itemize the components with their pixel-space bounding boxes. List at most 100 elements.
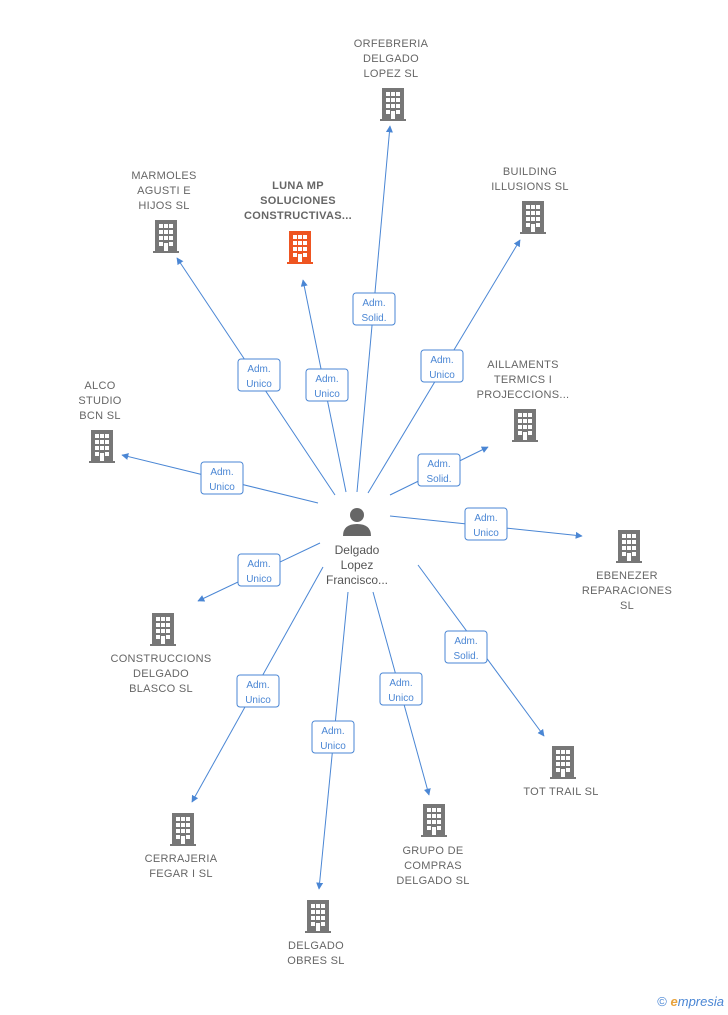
company-name-line: DELGADO xyxy=(133,668,189,680)
edge-label-aillaments[interactable]: Adm.Solid. xyxy=(417,453,461,487)
company-name-line: SL xyxy=(620,600,634,612)
company-node-aillaments[interactable]: AILLAMENTS TERMICS I PROJECCIONS... xyxy=(477,359,570,442)
company-name-line: MARMOLES xyxy=(131,170,196,182)
building-icon xyxy=(305,900,331,933)
edge-label-box xyxy=(444,630,488,664)
company-node-tot-trail[interactable]: TOT TRAIL SL xyxy=(523,746,598,798)
edge-label-luna-mp[interactable]: Adm. Unico xyxy=(305,368,349,402)
edge-label-cerrajeria[interactable]: Adm. Unico xyxy=(236,674,280,708)
edge-label-box xyxy=(417,453,461,487)
person-icon xyxy=(343,508,371,536)
edge-label-text: Solid. xyxy=(361,313,386,324)
company-name-line: BLASCO SL xyxy=(129,683,193,695)
edge-label-text: Unico xyxy=(429,370,455,381)
company-node-luna-mp[interactable]: LUNA MPSOLUCIONESCONSTRUCTIVAS... xyxy=(244,180,352,264)
edge-label-text: Adm. xyxy=(454,636,477,647)
building-icon xyxy=(150,613,176,646)
person-name-line: Francisco... xyxy=(326,573,388,587)
edge-label-delgado-obres[interactable]: Adm. Unico xyxy=(311,720,355,754)
edge-label-grupo-compras[interactable]: Adm. Unico xyxy=(379,672,423,706)
edge-label-alco-studio[interactable]: Adm. Unico xyxy=(200,461,244,495)
edge-label-box xyxy=(237,553,281,587)
company-name-line: AILLAMENTS xyxy=(487,359,558,371)
edge-label-text: Unico xyxy=(246,574,272,585)
edge-label-text: Adm. xyxy=(210,467,233,478)
company-name-line: BUILDING xyxy=(503,166,557,178)
edge-label-text: Adm. xyxy=(362,298,385,309)
edge-label-building-illusions[interactable]: Adm. Unico xyxy=(420,349,464,383)
edge-label-text: Unico xyxy=(209,482,235,493)
edge-label-text: Adm. xyxy=(247,364,270,375)
edge-label-construcciones[interactable]: Adm. Unico xyxy=(237,553,281,587)
edge-label-text: Unico xyxy=(320,741,346,752)
edge-label-box xyxy=(237,358,281,392)
edge-label-text: Unico xyxy=(473,528,499,539)
company-name-line: COMPRAS xyxy=(404,860,462,872)
edge-label-text: Adm. xyxy=(389,678,412,689)
edge-label-marmoles[interactable]: Adm. Unico xyxy=(237,358,281,392)
edge-label-text: Adm. xyxy=(315,374,338,385)
company-name-line: REPARACIONES xyxy=(582,585,672,597)
person-name-line: Delgado xyxy=(335,543,380,557)
edge-label-text: Adm. xyxy=(321,726,344,737)
company-name-line: PROJECCIONS... xyxy=(477,389,570,401)
edge-label-text: Adm. xyxy=(474,513,497,524)
company-name-line: FEGAR I SL xyxy=(149,868,213,880)
edge-label-text: Unico xyxy=(388,693,414,704)
edge-label-text: Unico xyxy=(314,389,340,400)
company-node-delgado-obres[interactable]: DELGADO OBRES SL xyxy=(287,900,344,967)
building-icon xyxy=(421,804,447,837)
company-node-ebenezer[interactable]: EBENEZER REPARACIONES SL xyxy=(582,530,672,612)
edge-label-text: Adm. xyxy=(430,355,453,366)
company-name-line: DELGADO SL xyxy=(396,875,469,887)
company-name-line: TERMICS I xyxy=(494,374,552,386)
company-name-line: ALCO xyxy=(84,380,115,392)
company-name-line: SOLUCIONES xyxy=(260,195,336,207)
building-icon xyxy=(153,220,179,253)
edge-label-orfebreria[interactable]: Adm. Solid. xyxy=(352,292,396,326)
edge-label-box xyxy=(352,292,396,326)
edge-label-box xyxy=(379,672,423,706)
building-icon xyxy=(512,409,538,442)
company-name-line: STUDIO xyxy=(78,395,121,407)
edge-label-box xyxy=(305,368,349,402)
company-name-line: LUNA MP xyxy=(272,180,324,192)
edge-label-text: Adm. xyxy=(246,680,269,691)
edge-label-text: Adm. xyxy=(247,559,270,570)
company-node-marmoles[interactable]: MARMOLES AGUSTI E HIJOS SL xyxy=(131,170,196,253)
edge-label-box xyxy=(464,507,508,541)
building-icon xyxy=(550,746,576,779)
brand-logo-text: mpresia xyxy=(677,994,724,1009)
empresia-brand[interactable]: © empresia xyxy=(657,994,724,1009)
building-icon xyxy=(616,530,642,563)
company-name-line: EBENEZER xyxy=(596,570,658,582)
center-person[interactable]: DelgadoLopezFrancisco... xyxy=(326,508,388,587)
company-name-line: DELGADO xyxy=(363,53,419,65)
company-node-cerrajeria[interactable]: CERRAJERIA FEGAR I SL xyxy=(145,813,218,880)
edge-label-box xyxy=(200,461,244,495)
company-name-line: CONSTRUCCIONS xyxy=(110,653,211,665)
edge-label-text: Unico xyxy=(246,379,272,390)
company-name-line: HIJOS SL xyxy=(138,200,189,212)
edge-label-text: Adm. xyxy=(427,459,450,470)
person-name-line: Lopez xyxy=(341,558,374,572)
building-icon xyxy=(520,201,546,234)
company-name-line: OBRES SL xyxy=(287,955,344,967)
company-name-line: DELGADO xyxy=(288,940,344,952)
company-node-construcciones[interactable]: CONSTRUCCIONS DELGADO BLASCO SL xyxy=(110,613,211,695)
edge-label-box xyxy=(311,720,355,754)
edge-label-text: Unico xyxy=(245,695,271,706)
edge-label-tot-trail[interactable]: Adm.Solid. xyxy=(444,630,488,664)
company-name-line: AGUSTI E xyxy=(137,185,191,197)
company-name-line: TOT TRAIL SL xyxy=(523,786,598,798)
company-name-line: CERRAJERIA xyxy=(145,853,218,865)
building-icon xyxy=(170,813,196,846)
edge-label-ebenezer[interactable]: Adm. Unico xyxy=(464,507,508,541)
company-name-line: ORFEBRERIA xyxy=(354,38,429,50)
